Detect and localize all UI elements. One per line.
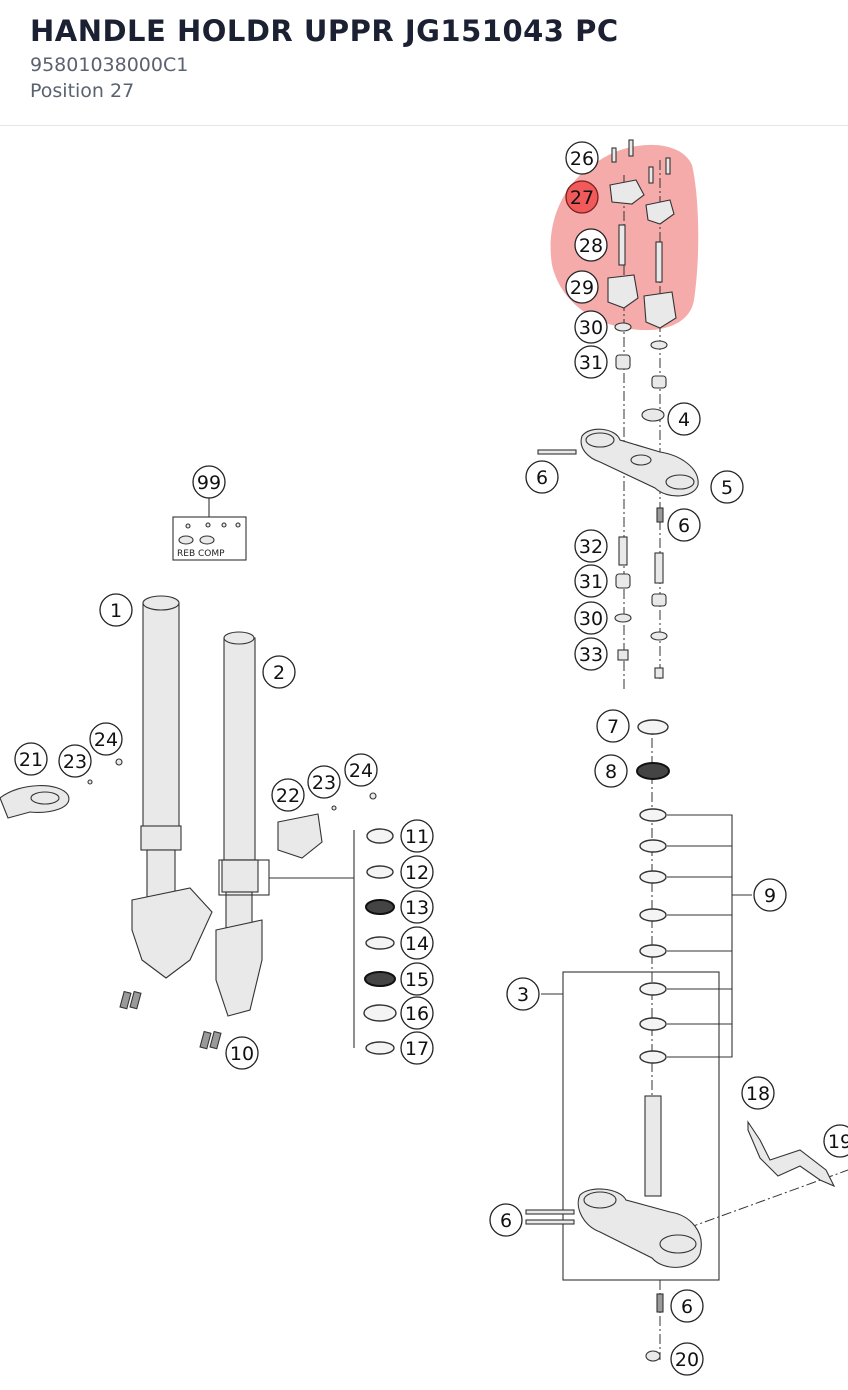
callout-24[interactable]: 24 [89, 722, 123, 756]
callout-33[interactable]: 33 [574, 637, 608, 671]
svg-text:30: 30 [579, 317, 603, 339]
callout-6[interactable]: 6 [525, 460, 559, 494]
callout-12[interactable]: 12 [400, 855, 434, 889]
callout-1[interactable]: 1 [99, 593, 133, 627]
svg-text:7: 7 [607, 716, 619, 738]
svg-text:6: 6 [678, 515, 690, 537]
callout-16[interactable]: 16 [400, 996, 434, 1030]
svg-text:14: 14 [405, 933, 429, 955]
callout-10[interactable]: 10 [225, 1036, 259, 1070]
callout-9[interactable]: 9 [753, 878, 787, 912]
callout-18[interactable]: 18 [741, 1076, 775, 1110]
svg-text:99: 99 [197, 472, 221, 494]
callout-15[interactable]: 15 [400, 962, 434, 996]
position-label: Position 27 [30, 80, 135, 102]
callout-23[interactable]: 23 [307, 765, 341, 799]
callout-19[interactable]: 19 [823, 1124, 848, 1158]
svg-text:24: 24 [349, 760, 373, 782]
svg-text:24: 24 [94, 729, 118, 751]
svg-text:6: 6 [536, 467, 548, 489]
callout-7[interactable]: 7 [596, 709, 630, 743]
svg-text:1: 1 [110, 600, 122, 622]
callout-23[interactable]: 23 [58, 744, 92, 778]
callout-31[interactable]: 31 [574, 345, 608, 379]
inset-label: REB COMP [177, 549, 225, 559]
callout-31[interactable]: 31 [574, 564, 608, 598]
callout-4[interactable]: 4 [667, 402, 701, 436]
svg-text:32: 32 [579, 536, 603, 558]
callout-28[interactable]: 28 [574, 228, 608, 262]
svg-text:27: 27 [570, 187, 594, 209]
svg-text:16: 16 [405, 1003, 429, 1025]
callout-14[interactable]: 14 [400, 926, 434, 960]
callout-27-selected[interactable]: 27 [565, 180, 599, 214]
callout-2[interactable]: 2 [262, 655, 296, 689]
reb-comp-inset [172, 516, 247, 561]
svg-text:20: 20 [675, 1349, 699, 1371]
exploded-parts-diagram[interactable]: REB COMP 26 27 28 29 30 31 4 6 5 6 32 31 30 33 7 8 9 3 6 6 2… [0, 127, 848, 1390]
svg-text:31: 31 [579, 352, 603, 374]
svg-text:31: 31 [579, 571, 603, 593]
callout-21[interactable]: 21 [14, 742, 48, 776]
svg-text:4: 4 [678, 409, 690, 431]
callout-24[interactable]: 24 [344, 753, 378, 787]
page-title: HANDLE HOLDR UPPR JG151043 PC [30, 14, 619, 48]
svg-text:29: 29 [570, 277, 594, 299]
callout-13[interactable]: 13 [400, 890, 434, 924]
svg-text:21: 21 [19, 749, 43, 771]
svg-text:26: 26 [570, 148, 594, 170]
fork-leg-2 [223, 637, 256, 861]
svg-text:19: 19 [828, 1131, 848, 1153]
callout-22[interactable]: 22 [271, 778, 305, 812]
svg-text:11: 11 [405, 826, 429, 848]
svg-text:10: 10 [230, 1043, 254, 1065]
callout-99[interactable]: 99 [192, 465, 226, 499]
svg-text:17: 17 [405, 1038, 429, 1060]
svg-text:23: 23 [63, 751, 87, 773]
svg-text:30: 30 [579, 608, 603, 630]
svg-text:6: 6 [500, 1210, 512, 1232]
callout-6[interactable]: 6 [670, 1289, 704, 1323]
svg-text:18: 18 [746, 1083, 770, 1105]
svg-text:8: 8 [605, 761, 617, 783]
svg-text:12: 12 [405, 862, 429, 884]
svg-text:6: 6 [681, 1296, 693, 1318]
callout-5[interactable]: 5 [710, 470, 744, 504]
callout-26[interactable]: 26 [565, 141, 599, 175]
svg-text:23: 23 [312, 772, 336, 794]
callout-6[interactable]: 6 [667, 508, 701, 542]
fork-leg-1 [142, 602, 180, 834]
header: HANDLE HOLDR UPPR JG151043 PC 9580103800… [0, 0, 848, 126]
callout-6[interactable]: 6 [489, 1203, 523, 1237]
svg-text:33: 33 [579, 644, 603, 666]
callout-20[interactable]: 20 [670, 1342, 704, 1376]
part-number: 95801038000C1 [30, 54, 189, 76]
callout-17[interactable]: 17 [400, 1031, 434, 1065]
svg-text:9: 9 [764, 885, 776, 907]
callout-30[interactable]: 30 [574, 310, 608, 344]
callout-29[interactable]: 29 [565, 270, 599, 304]
svg-text:15: 15 [405, 969, 429, 991]
callout-30[interactable]: 30 [574, 601, 608, 635]
callout-32[interactable]: 32 [574, 529, 608, 563]
svg-text:3: 3 [517, 984, 529, 1006]
svg-text:2: 2 [273, 662, 285, 684]
svg-text:22: 22 [276, 785, 300, 807]
callout-11[interactable]: 11 [400, 819, 434, 853]
callout-8[interactable]: 8 [594, 754, 628, 788]
svg-text:28: 28 [579, 235, 603, 257]
svg-text:13: 13 [405, 897, 429, 919]
svg-text:5: 5 [721, 477, 733, 499]
callout-3[interactable]: 3 [506, 977, 540, 1011]
